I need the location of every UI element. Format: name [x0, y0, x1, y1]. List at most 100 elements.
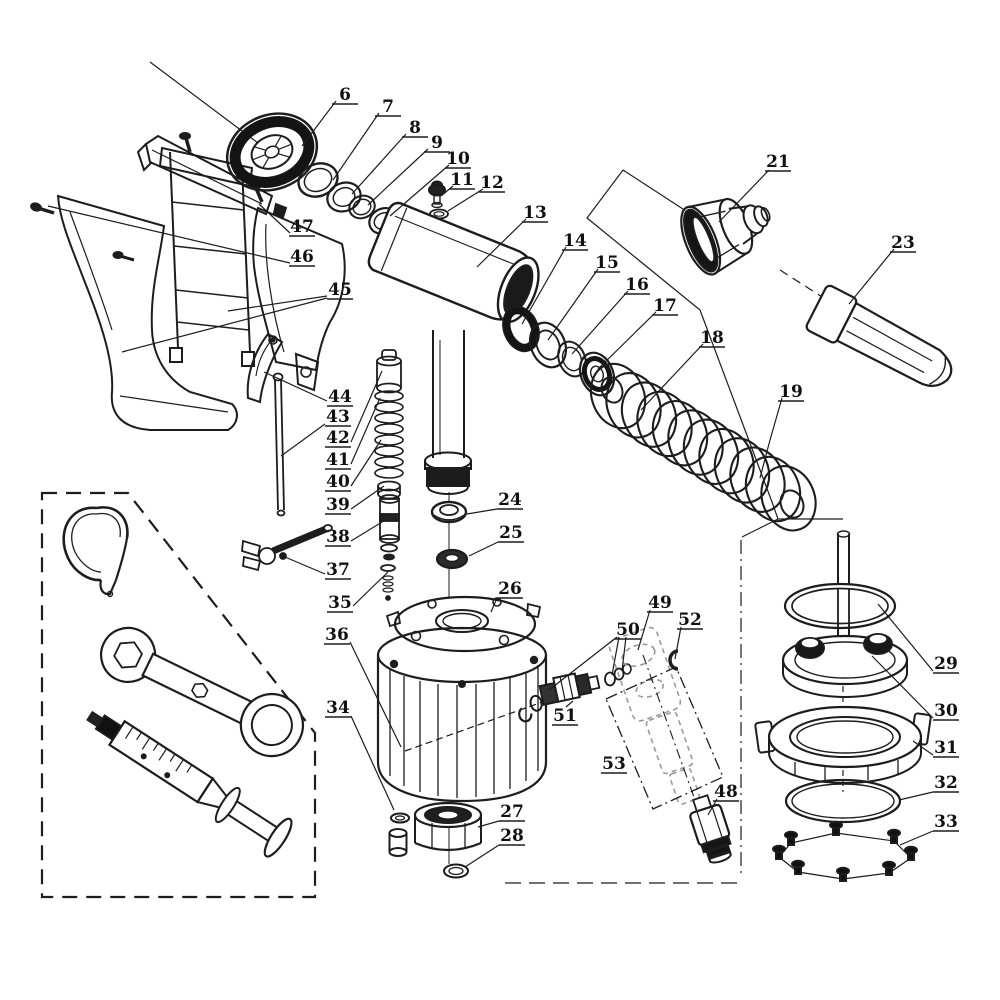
pin-head [772, 844, 786, 854]
callout-50: 50 [548, 620, 641, 691]
leader-line-40 [350, 439, 382, 487]
leader-line-21 [718, 169, 770, 223]
part-number-18: 18 [700, 328, 724, 348]
callout-47: 47 [258, 203, 315, 237]
leader-line-44 [263, 371, 328, 402]
grip-base-line [119, 395, 229, 413]
phantom-box-53 [605, 666, 724, 810]
callout-41: 41 [325, 397, 381, 470]
part-number-39: 39 [326, 495, 350, 515]
leader-line-50-2 [621, 636, 627, 672]
spring-coil [651, 400, 709, 467]
valve-spring-coil [374, 390, 404, 402]
spring-coil [620, 381, 678, 448]
callout-36: 36 [324, 625, 402, 748]
pin-head [829, 820, 843, 830]
leader-line-11 [440, 185, 454, 197]
leader-line-46 [47, 205, 291, 264]
callout-51: 51 [552, 700, 578, 726]
washer-25 [435, 548, 469, 570]
spring-coil [744, 455, 802, 523]
leader-line-42 [350, 370, 383, 443]
part-number-25: 25 [499, 523, 523, 543]
part-number-24: 24 [498, 490, 522, 510]
leader-line-33 [899, 830, 934, 846]
leader-line-6 [301, 100, 337, 147]
callout-33: 33 [899, 812, 959, 846]
clamp-ring-31 [754, 705, 932, 784]
seal-17 [578, 351, 616, 397]
part-number-37: 37 [326, 560, 350, 580]
roller-plate-30 [781, 633, 909, 698]
part-number-48: 48 [714, 782, 738, 802]
valve-spring-coil [374, 412, 404, 424]
nozzle-23 [805, 284, 953, 387]
valve-spring [374, 390, 404, 479]
leader-line-32 [898, 791, 934, 801]
callout-49: 49 [637, 593, 673, 651]
spring-coil [605, 372, 662, 439]
callout-21: 21 [718, 152, 791, 223]
callout-10: 10 [389, 149, 471, 217]
callout-37: 37 [284, 556, 351, 580]
trigger-mount [294, 352, 320, 392]
bottom-nut-27 [413, 801, 483, 852]
leader-line-50-1 [611, 636, 620, 676]
callout-6: 6 [301, 85, 358, 147]
axis-dashes-valve [404, 699, 549, 752]
open-ring [518, 707, 533, 723]
callout-25: 25 [468, 523, 524, 557]
valve-plunger [379, 494, 400, 544]
part-number-52: 52 [678, 610, 702, 630]
trigger [246, 332, 284, 404]
part-number-26: 26 [498, 579, 522, 599]
large-ring-29 [783, 582, 897, 648]
pin-head [784, 830, 798, 840]
callout-48: 48 [707, 782, 739, 816]
leader-line-52 [674, 626, 682, 660]
callout-14: 14 [521, 231, 588, 325]
callout-17: 17 [597, 296, 678, 370]
leader-line-14 [521, 246, 567, 325]
part-number-29: 29 [934, 654, 958, 674]
o-ring-28 [443, 863, 469, 879]
part-number-14: 14 [563, 231, 587, 251]
vent-screw-11 [428, 180, 446, 209]
part-number-41: 41 [326, 450, 350, 470]
spring-end-rear [779, 489, 805, 519]
seal-14 [502, 305, 540, 353]
leader-line-17 [597, 311, 657, 370]
screw-grip-left [112, 251, 135, 262]
part-number-49: 49 [648, 593, 672, 613]
spring-coil [682, 418, 740, 485]
spring-coil [760, 465, 817, 532]
callout-12: 12 [447, 173, 505, 212]
callout-44: 44 [263, 371, 353, 407]
callout-16: 16 [571, 275, 650, 355]
leader-line-10 [389, 164, 450, 217]
rail-hook [272, 202, 288, 219]
ghost-valve-49 [608, 626, 701, 806]
leader-line-13 [476, 218, 527, 268]
leader-line-34 [350, 715, 395, 811]
leader-line-43 [280, 423, 326, 457]
pin-head [904, 845, 918, 855]
callout-29: 29 [877, 603, 959, 674]
part-number-23: 23 [891, 233, 915, 253]
motor-group [376, 595, 548, 879]
callout-40: 40 [325, 439, 382, 492]
part-number-17: 17 [653, 296, 677, 316]
valve-fitting-group [518, 626, 732, 864]
part-number-21: 21 [766, 152, 790, 172]
clip-52 [668, 649, 679, 671]
part-number-9: 9 [431, 133, 443, 153]
callout-42: 42 [325, 370, 383, 448]
motor-housing-26 [376, 626, 548, 803]
part-number-53: 53 [602, 754, 626, 774]
spring-end-front [600, 376, 624, 404]
callout-19: 19 [759, 382, 804, 479]
chassis-frame [158, 146, 255, 367]
leader-line-19 [759, 397, 783, 479]
plug-48 [689, 794, 732, 864]
